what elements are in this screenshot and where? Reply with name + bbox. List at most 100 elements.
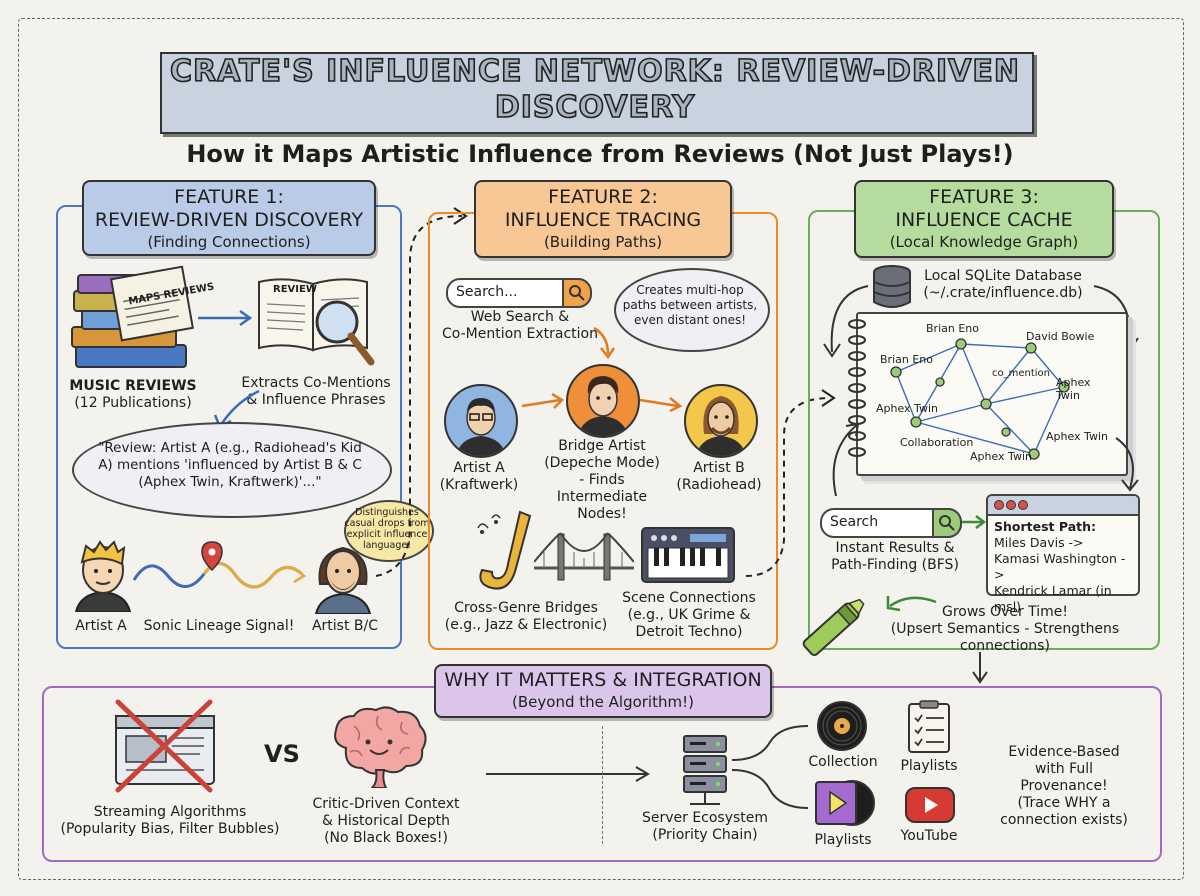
scene-line-3: Detroit Techno) (635, 624, 743, 640)
distinguishes-line-4: language! (362, 540, 412, 551)
review-quote-cloud (72, 422, 392, 518)
grows-line-1: Grows Over Time! (941, 604, 1069, 620)
web-search-label: Web Search & Co-Mention Extraction (432, 309, 608, 343)
playlists-bottom-label: Playlists (814, 832, 872, 848)
shortest-path-text: Shortest Path: Miles Davis -> Kamasi Was… (988, 516, 1138, 618)
feature3-title-1: FEATURE 3: (929, 186, 1039, 208)
artist-a-label: Artist A (75, 618, 127, 634)
shortest-line-3: Kendrick Lamar (in msl) (994, 583, 1112, 614)
title-line-1: CRATE'S INFLUENCE NETWORK: REVIEW-DRIVEN (169, 53, 1020, 90)
artist-a-face-icon (74, 540, 132, 612)
curved-arrow-icon (1115, 437, 1139, 492)
knowledge-graph-edges (890, 338, 1070, 460)
minimize-window-icon[interactable] (1006, 500, 1016, 510)
feature3-search-input[interactable]: Search (820, 508, 962, 538)
distinguishes-line-2: casual drops from (344, 518, 430, 529)
feature2-search-placeholder: Search... (456, 284, 518, 300)
collection-label: Collection (808, 754, 878, 770)
saxophone-icon (477, 510, 532, 590)
shortest-line-1: Miles Davis -> (994, 535, 1084, 550)
artist-b-avatar (684, 384, 758, 458)
youtube-label: YouTube (900, 828, 958, 844)
quote-line-1: "Review: Artist A (e.g., Radiohead's Kid (98, 440, 362, 456)
server-label: Server Ecosystem (Priority Chain) (640, 810, 770, 844)
evidence-line-4: connection exists) (1000, 812, 1128, 828)
open-book-label: REVIEW (273, 284, 317, 295)
db-line-2: (~/.crate/influence.db) (923, 285, 1083, 301)
feature2-title-2: INFLUENCE TRACING (504, 209, 702, 231)
grows-label: Grows Over Time! (Upsert Semantics - Str… (860, 604, 1150, 655)
multihop-text: Creates multi-hop paths between artists,… (618, 283, 762, 328)
streaming-line-2: (Popularity Bias, Filter Bubbles) (60, 821, 280, 837)
quote-line-3: (Aphex Twin, Kraftwerk)'..." (138, 474, 322, 490)
page-title: CRATE'S INFLUENCE NETWORK: REVIEW-DRIVEN… (160, 53, 1030, 126)
review-quote: "Review: Artist A (e.g., Radiohead's Kid… (80, 440, 380, 491)
sqlite-label: Local SQLite Database (~/.crate/influenc… (912, 268, 1094, 302)
feature2-caption: (Building Paths) (543, 233, 663, 251)
close-window-icon[interactable] (994, 500, 1004, 510)
why-title-1: WHY IT MATTERS & INTEGRATION (444, 669, 762, 691)
artist-b-example: (Radiohead) (676, 477, 762, 493)
instant-results-label: Instant Results & Path-Finding (BFS) (816, 540, 974, 574)
graph-node-label: Aphex Twin (1056, 376, 1091, 402)
web-search-line-1: Web Search & (470, 309, 570, 325)
graph-node-label: Aphex Twin (876, 402, 938, 415)
extracts-label: Extracts Co-Mentions & Influence Phrases (236, 375, 396, 409)
search-icon[interactable] (562, 278, 592, 308)
kraftwerk-face-icon (456, 398, 506, 456)
grows-line-2: (Upsert Semantics - Strengthens connecti… (890, 621, 1120, 654)
page-subtitle: How it Maps Artistic Influence from Revi… (186, 140, 1014, 168)
feature3-caption: (Local Knowledge Graph) (889, 233, 1079, 251)
smiling-brain-icon (334, 706, 427, 788)
music-reviews-label: MUSIC REVIEWS (12 Publications) (64, 378, 202, 412)
bridge-line-1: Bridge Artist (558, 438, 646, 454)
vs-label: VS (264, 740, 300, 768)
title-banner (160, 52, 1034, 134)
playlist-clipboard-icon (908, 700, 950, 753)
music-reviews-text: MUSIC REVIEWS (69, 378, 197, 394)
web-search-line-2: Co-Mention Extraction (442, 326, 598, 342)
scene-label: Scene Connections (e.g., UK Grime & Detr… (616, 590, 762, 641)
maximize-window-icon[interactable] (1018, 500, 1028, 510)
curved-arrow-icon (823, 285, 869, 358)
section-divider (602, 726, 603, 844)
graph-node-label: David Bowie (1026, 330, 1095, 343)
scene-line-2: (e.g., UK Grime & (627, 607, 751, 623)
graph-node-label: co_mention (992, 368, 1051, 379)
crossgenre-line-1: Cross-Genre Bridges (454, 600, 598, 616)
vinyl-record-icon (817, 701, 867, 751)
why-title-2: (Beyond the Algorithm!) (512, 693, 694, 711)
artist-b-name: Artist B (693, 460, 745, 476)
crossgenre-line-2: (e.g., Jazz & Electronic) (444, 617, 608, 633)
critic-line-1: Critic-Driven Context (312, 796, 460, 812)
title-line-2: DISCOVERY (494, 89, 696, 126)
scene-line-1: Scene Connections (622, 590, 756, 606)
cloud-line-3: even distant ones! (633, 313, 747, 327)
bridge-line-3: - Finds Intermediate (556, 472, 648, 505)
crossgenre-label: Cross-Genre Bridges (e.g., Jazz & Electr… (436, 600, 616, 634)
feature1-title-1: FEATURE 1: (174, 186, 284, 208)
publications-text: (12 Publications) (74, 395, 192, 411)
feature2-title-1: FEATURE 2: (548, 186, 658, 208)
artist-bc-face-icon (314, 546, 372, 614)
search-icon[interactable] (932, 508, 962, 538)
radiohead-face-icon (696, 396, 746, 456)
bridge-icon (534, 532, 634, 581)
feature3-header: FEATURE 3: INFLUENCE CACHE (Local Knowle… (854, 180, 1114, 258)
server-stack-icon (683, 735, 727, 805)
signal-label: Sonic Lineage Signal! (143, 618, 295, 634)
feature2-search-input[interactable]: Search... (446, 278, 592, 308)
dashed-connector-arrow-icon (375, 207, 468, 577)
cloud-line-2: paths between artists, (622, 298, 758, 312)
db-line-1: Local SQLite Database (924, 268, 1082, 284)
arrow-icon (639, 397, 683, 412)
feature1-header: FEATURE 1: REVIEW-DRIVEN DISCOVERY (Find… (82, 180, 376, 256)
graph-node-label: Brian Eno (926, 322, 979, 335)
highlighter-marker-icon (802, 598, 865, 657)
distinguishes-text: Distinguishes casual drops from explicit… (344, 507, 430, 551)
critic-line-2: & Historical Depth (321, 813, 451, 829)
quote-line-2: A) mentions 'influenced by Artist B & C (98, 457, 362, 473)
arrow-icon (521, 392, 565, 409)
knowledge-graph-notebook (856, 312, 1128, 476)
evidence-line-1: Evidence-Based (1008, 744, 1120, 760)
